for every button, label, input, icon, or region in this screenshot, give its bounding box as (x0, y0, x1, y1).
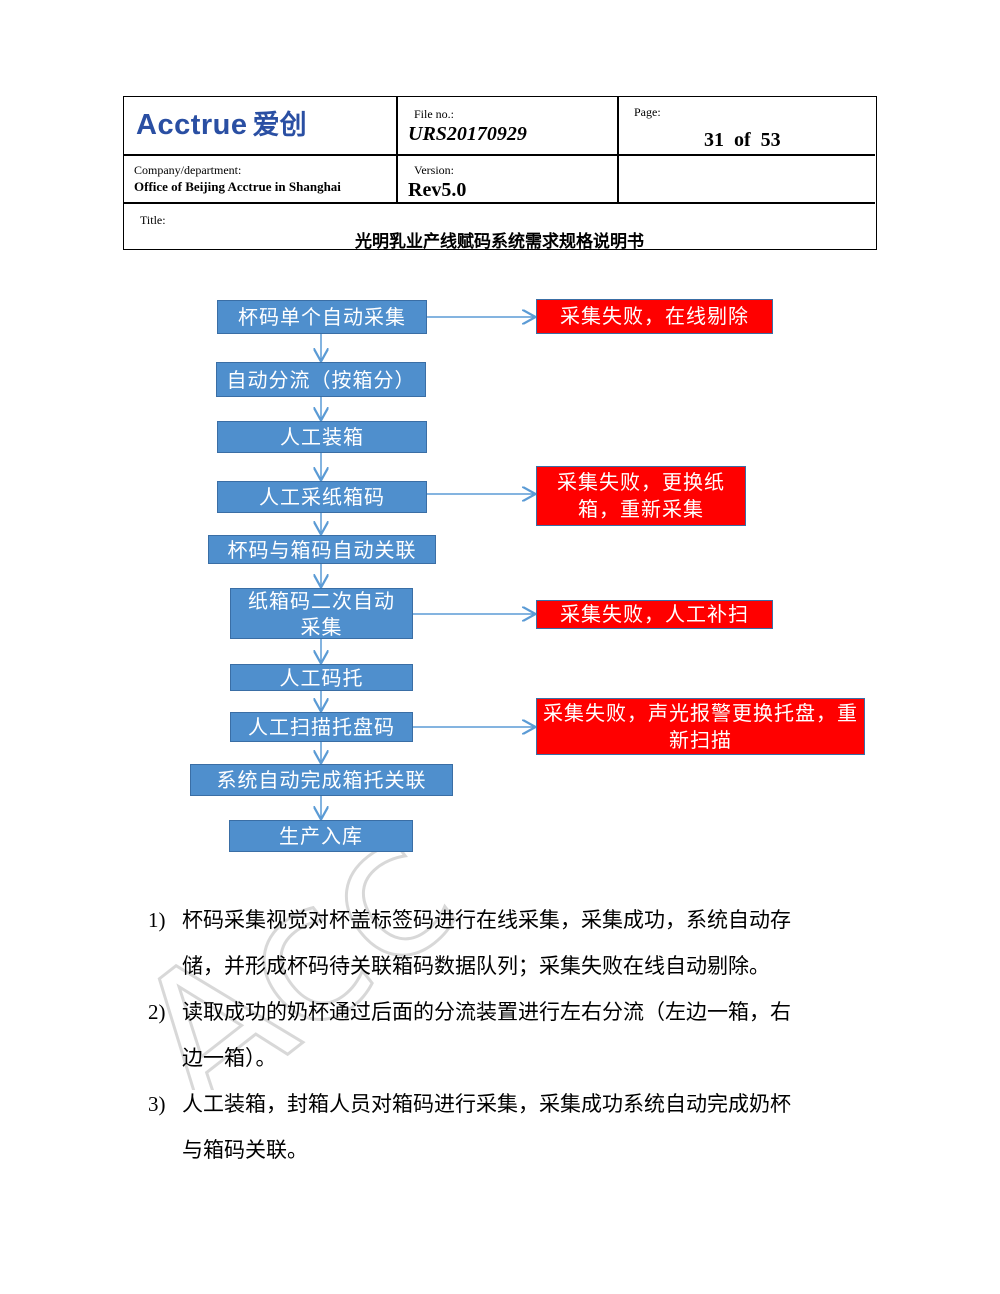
failure-box: 采集失败，人工补扫 (536, 600, 773, 629)
flow-step: 人工采纸箱码 (217, 481, 427, 513)
list-number: 1) (148, 908, 166, 932)
company-name: Office of Beijing Acctrue in Shanghai (134, 179, 341, 194)
list-line: 储，并形成杯码待关联箱码数据队列；采集失败在线自动剔除。 (182, 954, 770, 978)
title-label: Title: (140, 213, 166, 227)
list-line: 人工装箱，封箱人员对箱码进行采集，采集成功系统自动完成奶杯 (182, 1092, 791, 1116)
flow-step: 杯码单个自动采集 (217, 300, 427, 334)
failure-box: 采集失败，在线剔除 (536, 299, 773, 334)
document-header: Acctrue 爱创 File no.: URS20170929 Page: 3… (123, 96, 877, 252)
flow-step: 人工扫描托盘码 (230, 712, 413, 742)
flow-step: 自动分流（按箱分） (216, 362, 426, 397)
list-line: 读取成功的奶杯通过后面的分流装置进行左右分流（左边一箱，右 (182, 1000, 791, 1024)
page-label: Page: (634, 105, 661, 119)
file-no-label: File no.: (414, 107, 455, 121)
failure-box: 采集失败，更换纸箱，重新采集 (536, 466, 746, 526)
failure-box: 采集失败，声光报警更换托盘，重新扫描 (536, 698, 865, 755)
list-number: 3) (148, 1092, 166, 1116)
flow-step: 杯码与箱码自动关联 (208, 535, 436, 564)
company-logo: Acctrue 爱创 (136, 103, 386, 151)
description-list: 1) 杯码采集视觉对杯盖标签码进行在线采集，采集成功，系统自动存 储，并形成杯码… (148, 897, 868, 1173)
company-label: Company/department: (134, 163, 242, 177)
list-line: 杯码采集视觉对杯盖标签码进行在线采集，采集成功，系统自动存 (182, 908, 791, 932)
list-item: 1) 杯码采集视觉对杯盖标签码进行在线采集，采集成功，系统自动存 储，并形成杯码… (148, 897, 868, 989)
logo-chinese: 爱创 (252, 110, 307, 141)
version-label: Version: (414, 163, 454, 177)
flow-step: 纸箱码二次自动采集 (230, 588, 413, 639)
version: Rev5.0 (408, 179, 467, 201)
list-item: 3) 人工装箱，封箱人员对箱码进行采集，采集成功系统自动完成奶杯 与箱码关联。 (148, 1081, 868, 1173)
page-number: 31 of 53 (704, 129, 781, 151)
flow-step: 人工码托 (230, 664, 413, 691)
document-title: 光明乳业产线赋码系统需求规格说明书 (355, 232, 644, 252)
flow-step: 人工装箱 (217, 421, 427, 453)
list-line: 边一箱）。 (182, 1046, 277, 1070)
flow-arrows (0, 0, 1000, 870)
list-number: 2) (148, 1000, 166, 1024)
flow-step: 系统自动完成箱托关联 (190, 764, 453, 796)
logo-text: Acctrue (136, 109, 248, 141)
list-line: 与箱码关联。 (182, 1138, 308, 1162)
list-item: 2) 读取成功的奶杯通过后面的分流装置进行左右分流（左边一箱，右 边一箱）。 (148, 989, 868, 1081)
flow-step: 生产入库 (229, 820, 413, 852)
flowchart: 杯码单个自动采集 自动分流（按箱分） 人工装箱 人工采纸箱码 杯码与箱码自动关联… (0, 0, 1000, 870)
file-no: URS20170929 (408, 123, 527, 145)
